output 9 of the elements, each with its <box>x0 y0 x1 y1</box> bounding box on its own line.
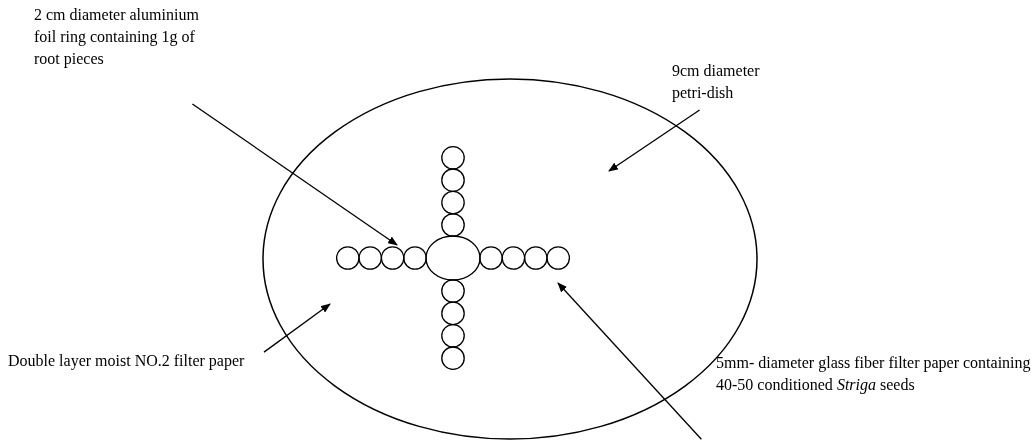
callout-text: 9cm diameter petri-dish <box>660 60 770 110</box>
leader-arrow <box>608 109 701 172</box>
callout-text: 5mm- diameter glass fiber filter paper containing 40-50 conditioned Striga seeds <box>698 352 1034 441</box>
leader-arrow <box>263 303 331 353</box>
petri-dish-outline <box>262 78 758 440</box>
callout-text: 2 cm diameter aluminium foil ring containing 1g of root pieces <box>34 4 210 104</box>
leader-arrow <box>557 282 702 440</box>
leader-arrow <box>191 103 398 246</box>
callout-text: Double layer moist NO.2 filter paper <box>8 350 264 420</box>
